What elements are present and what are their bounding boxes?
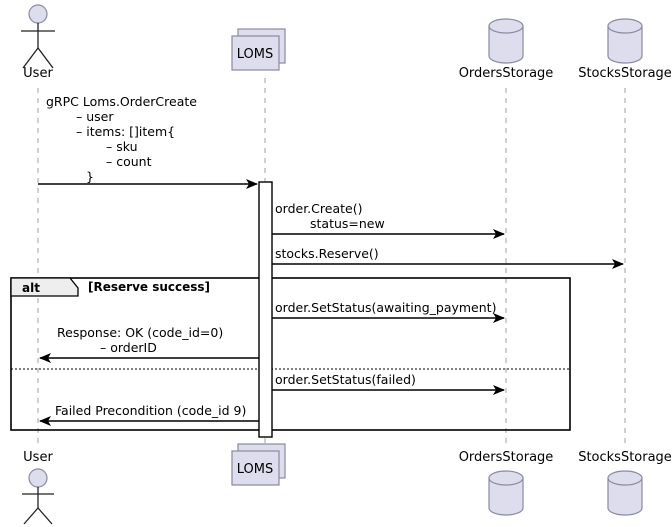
actor-leg-right-icon [37, 507, 53, 525]
actor-leg-left-icon [23, 507, 39, 525]
database-cylinder-body-icon [607, 25, 643, 64]
message-label-line-3: – items: []item{ [76, 124, 175, 139]
alt-operator-tab [10, 277, 79, 297]
message-order-create[interactable]: order.Create() status=new [272, 201, 505, 239]
database-cylinder-top-icon [607, 470, 643, 486]
message-label-line-1: Response: OK (code_id=0) [57, 325, 223, 340]
message-label-line-2: status=new [310, 216, 385, 231]
message-label-line-5: – count [106, 154, 152, 169]
message-label-line-1: order.Create() [275, 201, 362, 216]
message-response-ok[interactable]: Response: OK (code_id=0) – orderID [39, 325, 259, 363]
participant-label-stocks-bottom: StocksStorage [578, 450, 672, 465]
actor-leg-right-icon [37, 47, 54, 69]
loms-box-front-icon [231, 35, 280, 71]
participant-label-loms-top: LOMS [237, 47, 273, 62]
loms-box-front-icon [231, 450, 280, 486]
participant-label-user-bottom: User [23, 450, 53, 465]
actor-head-icon [28, 468, 48, 488]
message-label-line-1: gRPC Loms.OrderCreate [46, 94, 197, 109]
participant-orders-top[interactable]: OrdersStorage [459, 18, 554, 81]
database-cylinder-body-icon [488, 477, 524, 516]
message-label-line-1: order.SetStatus(failed) [275, 372, 416, 387]
participant-user-bottom[interactable]: User [22, 450, 54, 525]
participant-label-orders-bottom: OrdersStorage [459, 450, 554, 465]
database-cylinder-body-icon [488, 25, 524, 64]
participant-label-stocks-top: StocksStorage [578, 66, 672, 81]
message-order-setstatus-failed[interactable]: order.SetStatus(failed) [272, 372, 505, 395]
participant-stocks-bottom[interactable]: StocksStorage [578, 450, 672, 516]
participant-stocks-top[interactable]: StocksStorage [578, 18, 672, 81]
participant-label-orders-top: OrdersStorage [459, 66, 554, 81]
message-label-line-4: – sku [106, 139, 138, 154]
message-label-line-2: – orderID [100, 340, 157, 355]
participant-user-top[interactable]: User [21, 4, 55, 81]
message-label-line-1: Failed Precondition (code_id 9) [55, 403, 246, 418]
message-label-line-6: } [86, 169, 94, 184]
activation-bar-loms [258, 181, 273, 438]
database-cylinder-top-icon [488, 18, 524, 34]
message-stocks-reserve[interactable]: stocks.Reserve() [272, 246, 624, 269]
participant-label-user-top: User [23, 66, 53, 81]
message-order-setstatus-awaiting[interactable]: order.SetStatus(awaiting_payment) [272, 300, 505, 323]
alt-guard-label: [Reserve success] [88, 280, 210, 294]
actor-head-icon [28, 4, 48, 24]
message-label-line-1: order.SetStatus(awaiting_payment) [275, 300, 496, 315]
message-grpc-order-create[interactable]: gRPC Loms.OrderCreate – user – items: []… [38, 94, 258, 189]
database-cylinder-top-icon [488, 470, 524, 486]
participant-loms-bottom[interactable]: LOMS [231, 443, 286, 486]
alt-operator-label: alt [22, 281, 40, 295]
message-label-line-2: – user [76, 109, 114, 124]
participant-orders-bottom[interactable]: OrdersStorage [459, 450, 554, 516]
alt-frame-border [10, 277, 571, 431]
database-cylinder-top-icon [607, 18, 643, 34]
alt-fragment[interactable]: alt [Reserve success] [10, 277, 571, 431]
message-label-line-1: stocks.Reserve() [275, 246, 379, 261]
participant-label-loms-bottom: LOMS [237, 462, 273, 477]
actor-leg-left-icon [22, 47, 39, 69]
participant-loms-top[interactable]: LOMS [231, 28, 286, 71]
message-failed-precondition[interactable]: Failed Precondition (code_id 9) [39, 403, 259, 426]
database-cylinder-body-icon [607, 477, 643, 516]
activation-rect [258, 181, 273, 438]
